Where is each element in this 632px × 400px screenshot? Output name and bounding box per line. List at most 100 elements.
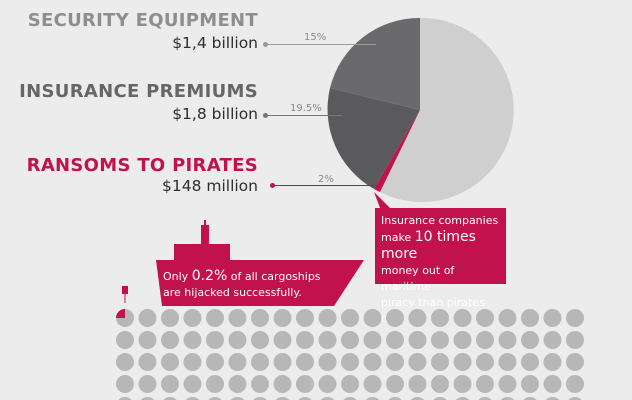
cargoship-dot <box>365 397 380 400</box>
cargoship-dot <box>116 353 134 371</box>
insurance-value: $1,8 billion <box>172 105 258 123</box>
cargoship-dot <box>431 309 449 327</box>
cargoship-dot <box>453 353 472 371</box>
cargoship-dot <box>410 397 425 400</box>
cargoship-dot <box>341 375 359 393</box>
cargoship-dot <box>183 309 202 327</box>
ransom-leader-line <box>273 185 378 186</box>
cargoship-dot <box>341 331 359 349</box>
callout-line3: money out of maritime <box>381 264 455 293</box>
cargoship-dot <box>543 331 562 349</box>
cargoship-dot <box>566 309 584 327</box>
security-value: $1,4 billion <box>172 34 258 52</box>
cargoship-dot <box>363 331 382 349</box>
cargoship-dot <box>498 375 517 393</box>
cargoship-dot <box>318 353 337 371</box>
cargoship-dot <box>228 353 247 371</box>
cargoship-dot <box>161 309 179 327</box>
cargoship-dot <box>208 397 222 400</box>
cargoship-dot <box>521 375 539 393</box>
cargoship-dot <box>185 397 200 400</box>
cargoship-dot <box>521 331 539 349</box>
cargoship-dot <box>138 309 157 327</box>
cargoship-dot <box>408 353 427 371</box>
security-title: SECURITY EQUIPMENT <box>27 10 258 31</box>
cargoship-dot <box>118 397 132 400</box>
cargoship-dot <box>363 309 382 327</box>
cargoship-dot <box>296 309 314 327</box>
cargoship-dot <box>183 353 202 371</box>
cargoship-dot <box>138 375 157 393</box>
ransom-title: RANSOMS TO PIRATES <box>26 155 258 176</box>
cargoship-dot <box>206 309 224 327</box>
cargoship-dot <box>476 375 494 393</box>
cargoship-dot <box>275 397 290 400</box>
cargoship-dot <box>566 353 584 371</box>
cargoship-dot <box>498 309 517 327</box>
cargoship-dot <box>386 309 404 327</box>
cargoship-dot <box>431 375 449 393</box>
cargoship-dot <box>498 331 517 349</box>
insurance-title: INSURANCE PREMIUMS <box>19 81 258 102</box>
security-leader-line <box>266 44 376 45</box>
insurance-callout: Insurance companies make 10 times more m… <box>375 208 506 325</box>
security-pct: 15% <box>304 32 327 43</box>
cargoship-dot <box>478 397 492 400</box>
cargoship-dot <box>273 375 292 393</box>
cargoship-dot <box>341 353 359 371</box>
cargoship-dot <box>183 375 202 393</box>
cargoship-dot <box>251 309 269 327</box>
cargoship-dot <box>251 353 269 371</box>
cargoship-dot <box>543 375 562 393</box>
cargoship-dot <box>161 353 179 371</box>
cargoship-dot <box>386 375 404 393</box>
cargoship-dot <box>273 353 292 371</box>
insurance-marker <box>263 113 268 118</box>
cargoship-dot <box>140 397 155 400</box>
ransom-pct: 2% <box>318 174 334 185</box>
cargoship-dot <box>498 353 517 371</box>
cargoship-dot <box>318 309 337 327</box>
ransom-marker <box>270 183 275 188</box>
cargoship-dot <box>408 375 427 393</box>
cargoship-dot <box>543 309 562 327</box>
cargoship-dot <box>161 375 179 393</box>
cargoship-dot <box>453 375 472 393</box>
cargoship-dot <box>228 331 247 349</box>
cargoship-dot <box>431 331 449 349</box>
cargoship-dot <box>431 353 449 371</box>
pie-slice-ransoms <box>374 110 420 192</box>
cargoship-dot <box>388 397 402 400</box>
hijacked-dot-wedge <box>116 309 125 318</box>
cargoship-dot <box>318 331 337 349</box>
cargoship-dot <box>273 309 292 327</box>
cargoship-dot <box>206 353 224 371</box>
cargoship-dot <box>545 397 560 400</box>
cargoship-dot <box>116 331 134 349</box>
cargoship-dot <box>251 375 269 393</box>
cargoship-dot <box>206 331 224 349</box>
cargoship-dot <box>455 397 470 400</box>
cargoship-dot <box>476 353 494 371</box>
ship-highlight: 0.2% <box>191 268 228 284</box>
cargoship-dot <box>116 375 134 393</box>
cargoship-dot <box>228 309 247 327</box>
cargoship-dot <box>228 375 247 393</box>
cargoship-dot <box>320 397 335 400</box>
cargoship-dot <box>521 353 539 371</box>
cargoship-dot <box>296 353 314 371</box>
cargoship-dot <box>543 353 562 371</box>
ship-line1a: Only <box>163 270 192 283</box>
cargoship-dot <box>500 397 515 400</box>
insurance-pct: 19.5% <box>290 103 322 114</box>
cargoship-dot <box>476 309 494 327</box>
cargoship-dot <box>566 375 584 393</box>
cargoship-dot <box>566 331 584 349</box>
cargoship-dot <box>386 353 404 371</box>
cargoship-dot <box>408 309 427 327</box>
cargoship-dot <box>296 375 314 393</box>
